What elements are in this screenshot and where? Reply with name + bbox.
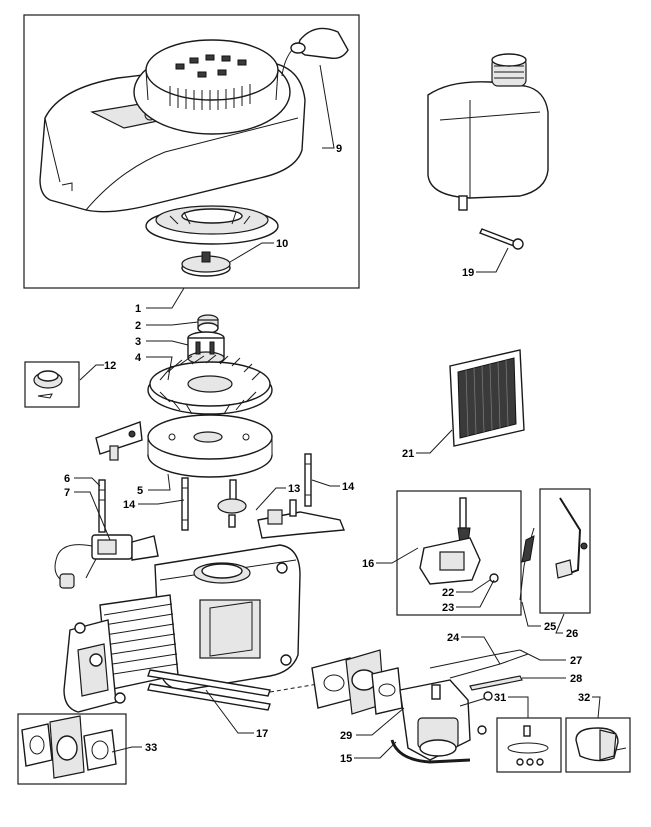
callout-23: 23: [442, 602, 454, 614]
starter-pulley: [145, 205, 279, 245]
callout-17: 17: [256, 728, 268, 740]
governor-bracket: [419, 497, 499, 585]
callout-32: 32: [578, 692, 590, 704]
clamp: [575, 727, 627, 762]
detail-12-frame: [24, 361, 80, 408]
callout-22: 22: [442, 587, 454, 599]
stud-bolt-6: [98, 479, 106, 533]
callout-12: 12: [104, 360, 116, 372]
gasket-set: [21, 715, 117, 779]
starter-handle: [281, 27, 349, 77]
callout-26: 26: [566, 628, 578, 640]
brake-plate: [95, 421, 143, 461]
cylinder-head: [63, 619, 126, 713]
callout-28: 28: [570, 673, 582, 685]
callout-labels: 1 2 3 4 5 6 7 9 10 12 13 14 14 15 16 17 …: [64, 143, 590, 765]
governor-spring: [519, 527, 535, 601]
starter-group-frame: [23, 14, 360, 289]
callout-10: 10: [276, 238, 288, 250]
air-filter: [449, 349, 525, 447]
callout-4: 4: [135, 352, 142, 364]
callout-21: 21: [402, 448, 414, 460]
ignition-coil: [54, 534, 159, 589]
callout-6: 6: [64, 473, 70, 485]
callout-25: 25: [544, 621, 556, 633]
stud-bolt-14-right: [304, 453, 312, 507]
callout-1: 1: [135, 303, 141, 315]
carburetor: [399, 679, 493, 761]
tank-bolt: [479, 228, 524, 250]
callout-14b: 14: [342, 481, 355, 493]
callout-13: 13: [288, 483, 300, 495]
callout-33: 33: [145, 742, 157, 754]
callout-29: 29: [340, 730, 352, 742]
callout-19: 19: [462, 267, 474, 279]
flywheel: [147, 414, 273, 478]
starter-hub: [187, 331, 225, 365]
callout-3: 3: [135, 336, 141, 348]
callout-5: 5: [137, 485, 143, 497]
callout-24: 24: [447, 632, 460, 644]
detail-31-frame: [496, 717, 562, 773]
callout-31: 31: [494, 692, 506, 704]
callout-27: 27: [570, 655, 582, 667]
detail-26-frame: [539, 488, 591, 614]
governor-lever: [555, 497, 588, 579]
intake-gaskets: [311, 649, 403, 715]
callout-2: 2: [135, 320, 141, 332]
brake-assembly: [217, 479, 345, 539]
callout-14a: 14: [123, 499, 136, 511]
detail-16-frame: [396, 490, 522, 616]
recoil-starter-cover: [133, 39, 291, 135]
leader-lines: [74, 64, 601, 759]
callout-7: 7: [64, 487, 70, 499]
flywheel-nut: [197, 314, 219, 334]
callout-9: 9: [336, 143, 342, 155]
starter-cup: [181, 251, 231, 277]
head-bolts: [147, 669, 319, 711]
callout-16: 16: [362, 558, 374, 570]
fuel-tank: [427, 53, 549, 211]
cooling-fan: [147, 354, 273, 415]
stud-bolt-14-left: [181, 477, 189, 531]
callout-15: 15: [340, 753, 352, 765]
carb-seal-kit: [507, 725, 549, 766]
